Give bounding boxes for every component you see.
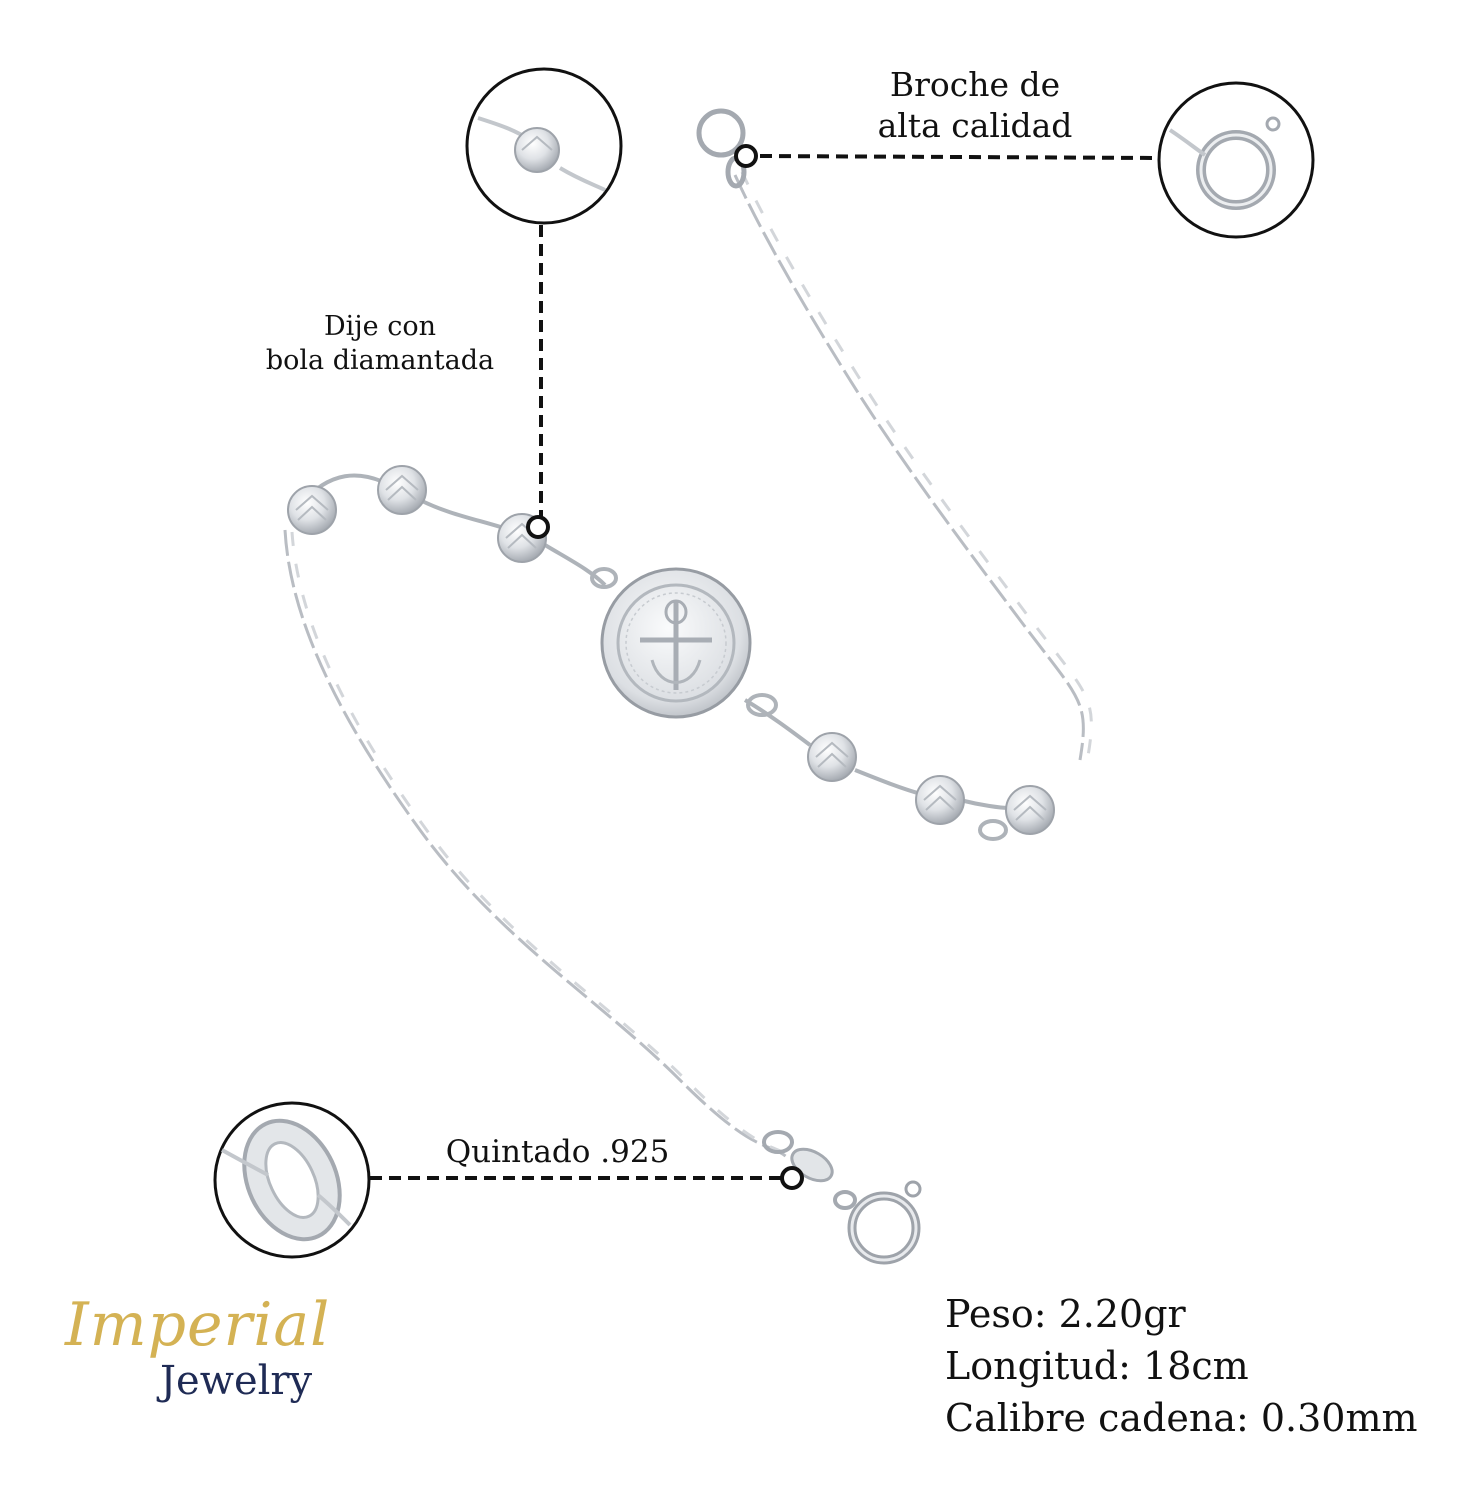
brand-logo: Imperial Jewelry <box>55 1290 385 1420</box>
product-specs: Peso: 2.20gr Longitud: 18cm Calibre cade… <box>945 1288 1445 1444</box>
bead <box>807 732 857 782</box>
zoom-circle-stamp <box>213 1101 371 1259</box>
callout-clasp-label: Broche de alta calidad <box>845 64 1105 147</box>
leader-line-clasp <box>759 154 1159 160</box>
marker-dot-clasp <box>734 144 758 168</box>
spec-gauge: Calibre cadena: 0.30mm <box>945 1396 1418 1440</box>
marker-dot-stamp <box>780 1166 804 1190</box>
marker-dot-bead <box>526 515 550 539</box>
zoom-circle-clasp <box>1157 81 1315 239</box>
brand-logo-script: Imperial <box>65 1290 331 1360</box>
bead <box>915 775 965 825</box>
callout-clasp-line2: alta calidad <box>877 106 1073 146</box>
callout-charm-line2: bola diamantada <box>265 344 495 376</box>
brand-logo-word: Jewelry <box>160 1358 313 1404</box>
bottom-clasp <box>762 1130 922 1265</box>
zoom-circle-bead <box>465 67 623 225</box>
spec-length: Longitud: 18cm <box>945 1344 1249 1388</box>
callout-charm-line1: Dije con <box>324 311 436 342</box>
chain-right-strand <box>733 171 1093 761</box>
callout-clasp-line1: Broche de <box>889 65 1061 104</box>
callout-charm-label: Dije con bola diamantada <box>235 310 525 378</box>
chain-left-strand <box>283 529 800 1164</box>
bead <box>287 485 337 535</box>
bead-row <box>287 465 1055 835</box>
callout-stamp-line1: Quintado .925 <box>445 1134 670 1170</box>
bead <box>1005 785 1055 835</box>
saint-medal <box>600 567 752 719</box>
bead <box>377 465 427 515</box>
callout-stamp-label: Quintado .925 <box>425 1133 690 1172</box>
spec-weight: Peso: 2.20gr <box>945 1292 1186 1336</box>
